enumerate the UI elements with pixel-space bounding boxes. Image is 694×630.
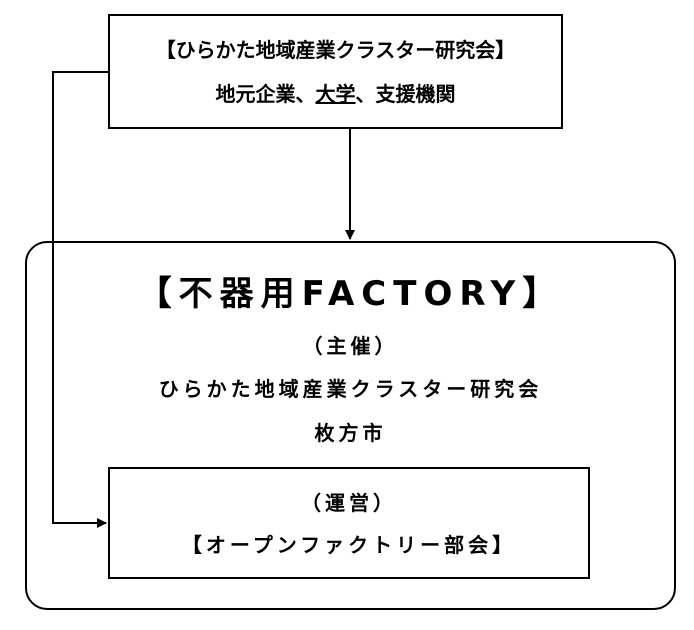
host-org-cluster: ひらかた地域産業クラスター研究会 <box>158 377 543 401</box>
members-suffix: 、支援機関 <box>355 82 456 106</box>
cluster-study-group-box: 【ひらかた地域産業クラスター研究会】 地元企業、大学、支援機関 <box>108 14 563 129</box>
arrow-top-to-operation <box>52 71 108 528</box>
cluster-members: 地元企業、大学、支援機関 <box>110 78 561 107</box>
operation-box: （運営） 【オープンファクトリー部会】 <box>108 467 590 579</box>
host-label: （主催） <box>302 334 399 358</box>
operation-label: （運営） <box>301 491 397 515</box>
host-org-city: 枚方市 <box>314 421 387 445</box>
members-university: 大学 <box>315 82 356 106</box>
cluster-title: 【ひらかた地域産業クラスター研究会】 <box>155 38 516 62</box>
members-prefix: 地元企業、 <box>215 82 316 106</box>
event-title: 【不器用FACTORY】 <box>137 274 564 314</box>
operation-org: 【オープンファクトリー部会】 <box>181 533 517 557</box>
main-event-box <box>25 241 676 610</box>
